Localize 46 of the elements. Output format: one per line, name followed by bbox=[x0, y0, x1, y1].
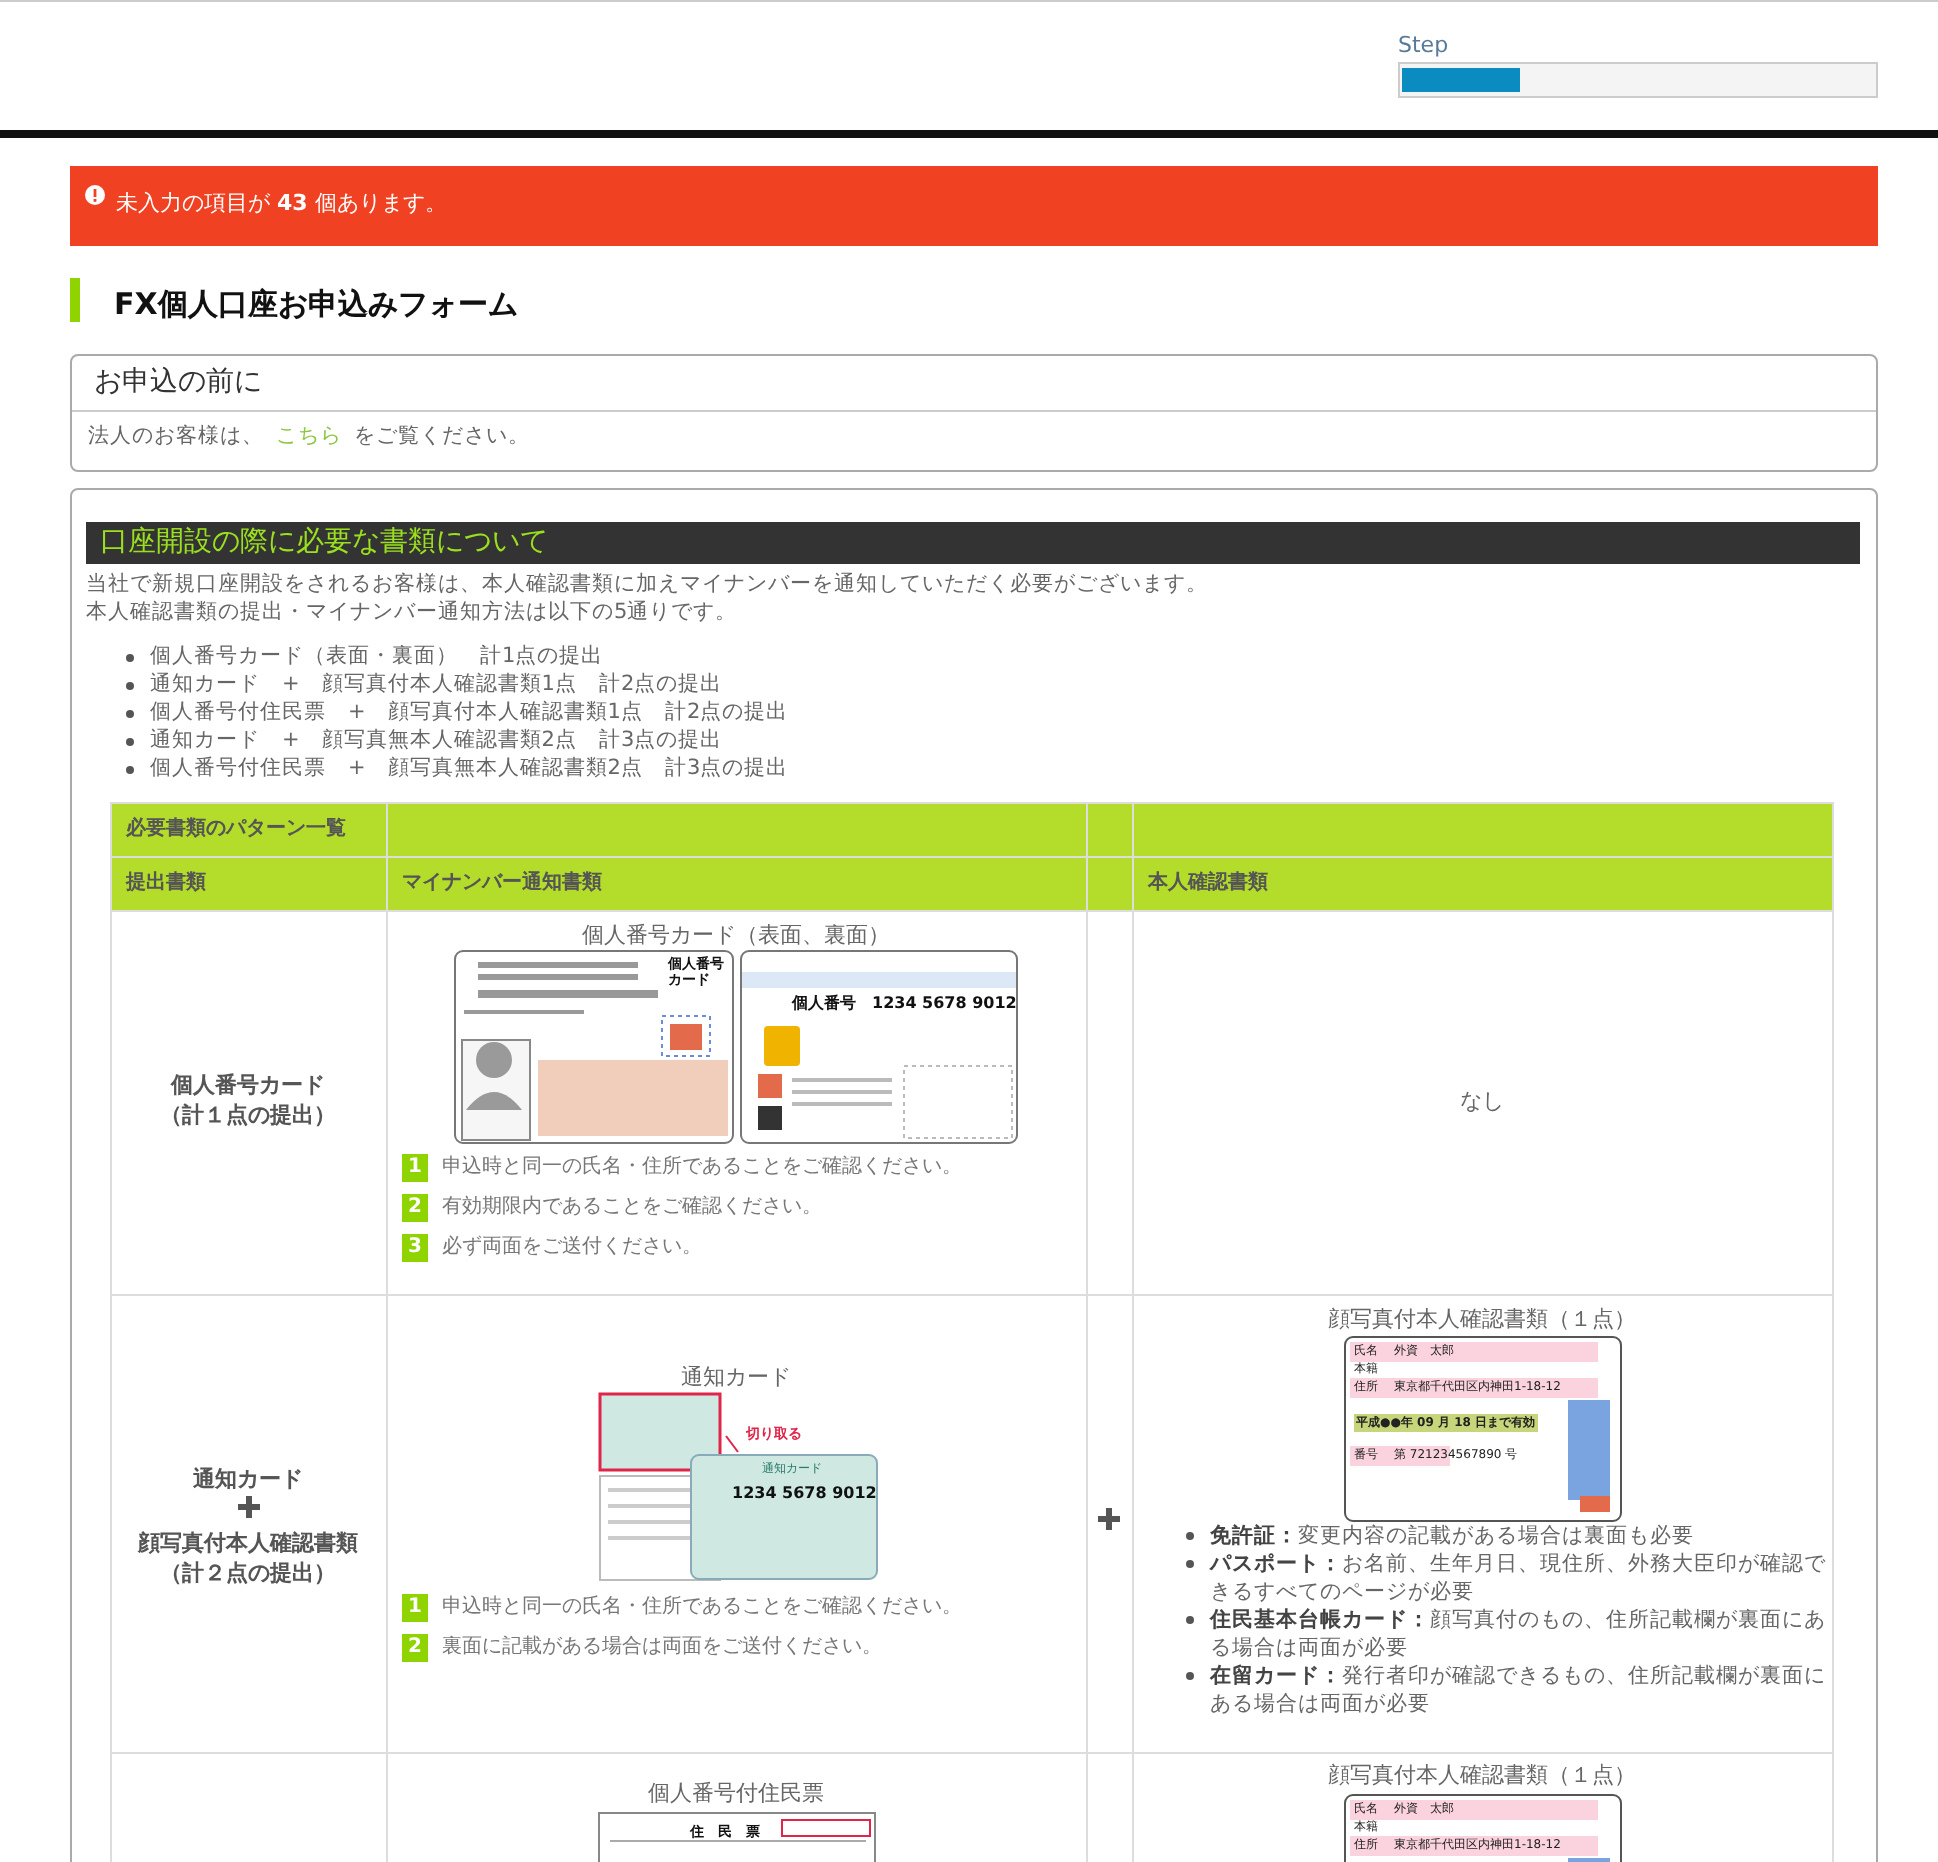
list-item: 通知カード + 顔写真無本人確認書類2点 計3点の提出 bbox=[124, 728, 723, 754]
row-heading: （計２点の提出） bbox=[158, 1560, 338, 1587]
form-title: FX個人口座お申込みフォーム bbox=[114, 286, 518, 322]
step-label: Step bbox=[1398, 32, 1449, 59]
card-text: 個人番号 1234 5678 9012 bbox=[792, 994, 1017, 1014]
section-heading: 口座開設の際に必要な書類について bbox=[100, 526, 548, 560]
image-caption: 顔写真付本人確認書類（１点） bbox=[1326, 1306, 1638, 1333]
note-text: 申込時と同一の氏名・住所であることをご確認ください。 bbox=[442, 1596, 962, 1620]
row-heading: 個人番号カード bbox=[168, 1072, 327, 1099]
column-header: 提出書類 bbox=[126, 872, 206, 896]
image-caption: 個人番号カード（表面、裏面） bbox=[580, 922, 892, 949]
cell-text: なし bbox=[1458, 1088, 1506, 1115]
image-caption: 通知カード bbox=[679, 1364, 793, 1391]
column-header: 本人確認書類 bbox=[1148, 872, 1268, 896]
step-number: 1 bbox=[402, 1154, 428, 1182]
step-number: 2 bbox=[402, 1634, 428, 1662]
note-text: 有効期限内であることをご確認ください。 bbox=[442, 1196, 822, 1220]
list-item: 在留カード：発行者印が確認できるもの、住所記載欄が裏面にある場合は両面が必要 bbox=[1184, 1662, 1834, 1718]
list-item: 通知カード + 顔写真付本人確認書類1点 計2点の提出 bbox=[124, 672, 723, 698]
note-text: 必ず両面をご送付ください。 bbox=[442, 1236, 702, 1260]
list-item: 個人番号付住民票 + 顔写真付本人確認書類1点 計2点の提出 bbox=[124, 700, 789, 726]
body-text: 法人のお客様は、 bbox=[88, 424, 264, 450]
image-caption: 個人番号付住民票 bbox=[646, 1780, 826, 1807]
list-item: 個人番号付住民票 + 顔写真無本人確認書類2点 計3点の提出 bbox=[124, 756, 789, 782]
list-item: 住民基本台帳カード：顔写真付のもの、住所記載欄が裏面にある場合は両面が必要 bbox=[1184, 1606, 1834, 1662]
link: こちら bbox=[276, 424, 342, 450]
list-item: 個人番号カード（表面・裏面） 計1点の提出 bbox=[124, 644, 604, 670]
note-text: 申込時と同一の氏名・住所であることをご確認ください。 bbox=[442, 1156, 962, 1180]
table-title: 必要書類のパターン一覧 bbox=[126, 818, 346, 842]
image-caption: 顔写真付本人確認書類（１点） bbox=[1326, 1762, 1638, 1789]
step-number: 1 bbox=[402, 1594, 428, 1622]
note-text: 裏面に記載がある場合は両面をご送付ください。 bbox=[442, 1636, 882, 1660]
row-heading: （計１点の提出） bbox=[158, 1102, 338, 1129]
step-number: 2 bbox=[402, 1194, 428, 1222]
list-item: 免許証：変更内容の記載がある場合は裏面も必要 bbox=[1184, 1522, 1834, 1550]
column-header: マイナンバー通知書類 bbox=[402, 872, 602, 896]
body-text: をご覧ください。 bbox=[354, 424, 530, 450]
paragraph: 当社で新規口座開設をされるお客様は、本人確認書類に加えマイナンバーを通知していただく必要がございます。 bbox=[86, 572, 1208, 598]
paragraph: 本人確認書類の提出・マイナンバー通知方法は以下の5通りです。 bbox=[86, 600, 738, 626]
card-text: 1234 5678 9012 bbox=[732, 1484, 877, 1504]
step-number: 3 bbox=[402, 1234, 428, 1262]
error-message: 未入力の項目が 43 個あります。 bbox=[116, 190, 447, 217]
row-heading: 顔写真付本人確認書類 bbox=[135, 1530, 360, 1557]
row-heading: 通知カード bbox=[191, 1466, 305, 1493]
list-item: パスポート：お名前、生年月日、現住所、外務大臣印が確認できるすべてのページが必要 bbox=[1184, 1550, 1834, 1606]
panel-heading: お申込の前に bbox=[94, 366, 262, 400]
